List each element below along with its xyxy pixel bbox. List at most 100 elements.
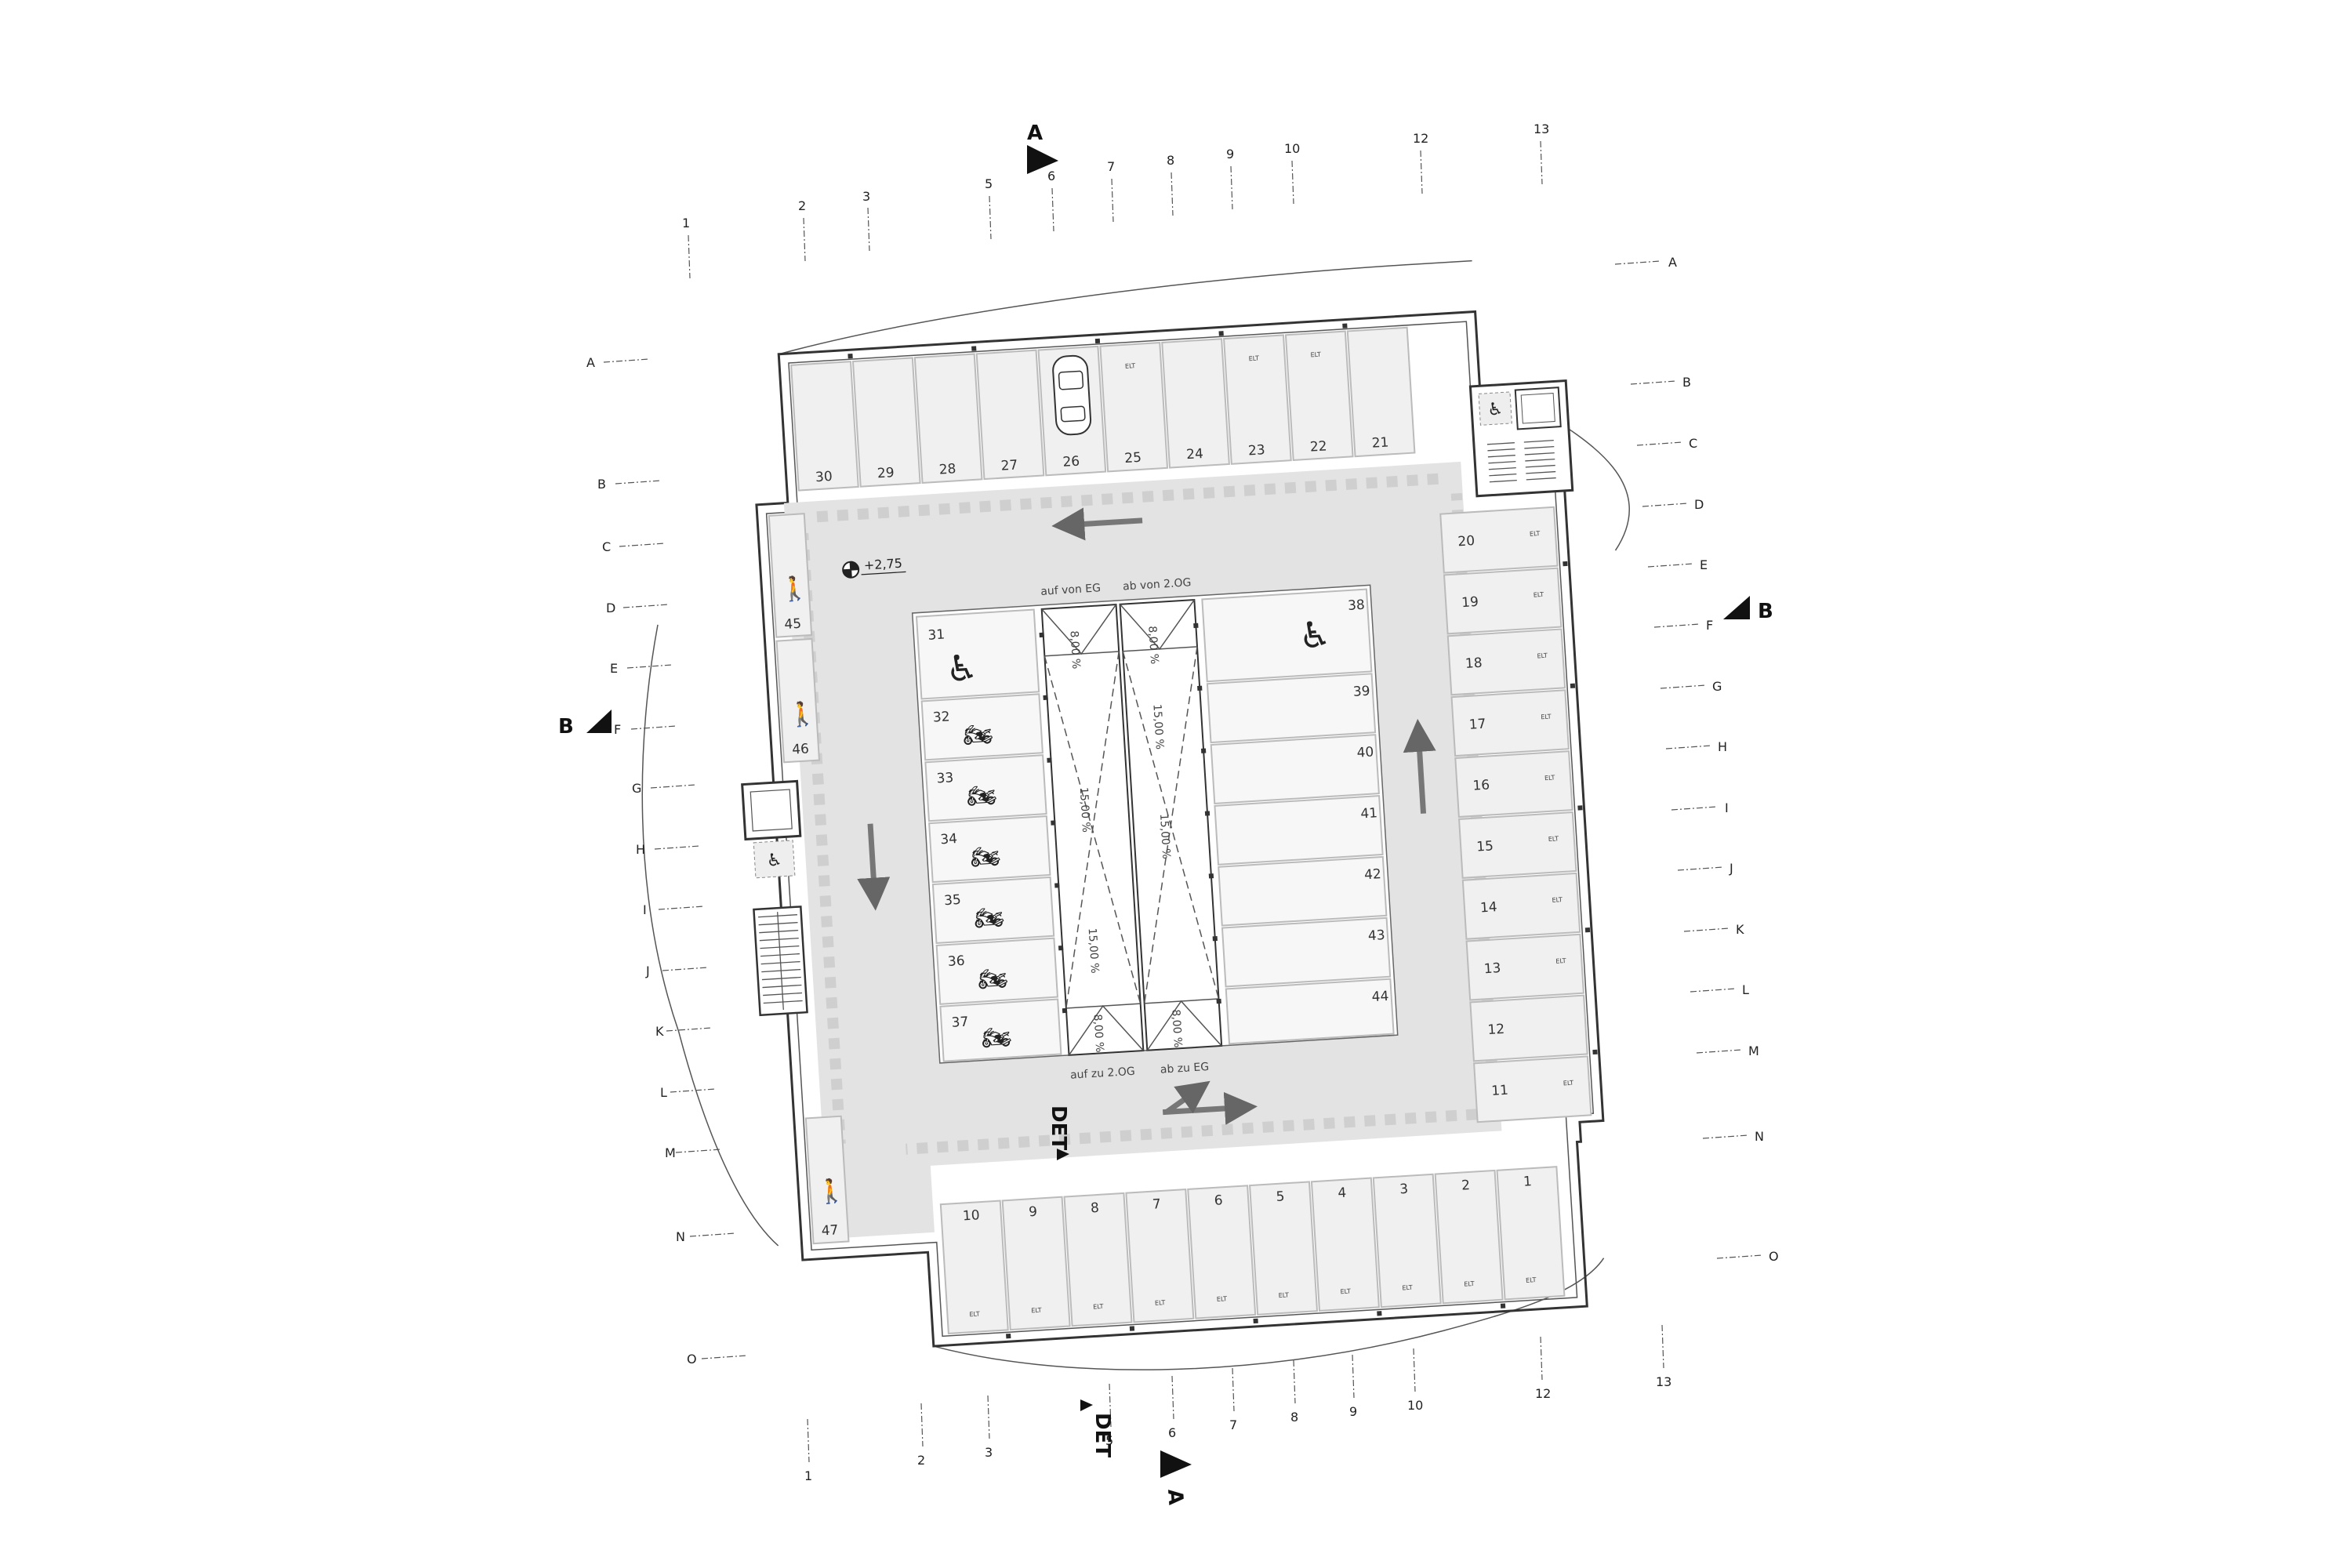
perimeter-columns bbox=[848, 323, 1598, 1339]
motorcycle-icon: 🏍 bbox=[962, 720, 993, 750]
ev-charger-icon: ELT bbox=[1125, 362, 1136, 370]
grid-letter: H bbox=[1718, 739, 1727, 754]
grid-letter: I bbox=[643, 902, 647, 917]
space-number: 47 bbox=[821, 1222, 839, 1239]
wheelchair-icon: ♿ bbox=[945, 646, 979, 690]
ev-charger-group: ELT ELT ELT bbox=[1125, 351, 1321, 370]
grid-letter: A bbox=[586, 355, 595, 370]
space-number: 11 bbox=[1491, 1083, 1509, 1099]
ev-charger-group: ELT ELT ELT ELT ELT ELT ELT ELT ELT bbox=[1530, 530, 1574, 1087]
grid-letter: F bbox=[614, 722, 621, 737]
detail-marker-top: DET bbox=[1047, 1105, 1070, 1160]
grid-letter: I bbox=[1725, 800, 1729, 815]
section-label-b: B bbox=[1758, 600, 1773, 623]
section-label-a: A bbox=[1163, 1488, 1187, 1505]
parking-island-left bbox=[915, 608, 1062, 1062]
wheelchair-icon: ♿ bbox=[766, 851, 782, 871]
parking-row-top-labels: 30 29 28 27 26 25 24 23 22 21 bbox=[815, 435, 1389, 486]
grid-number: 8 bbox=[1290, 1410, 1298, 1425]
grid-number: 13 bbox=[1534, 122, 1549, 136]
ev-charger-icon: ELT bbox=[1548, 835, 1559, 843]
ev-charger-icon: ELT bbox=[1278, 1291, 1289, 1299]
motorcycle-icon: 🏍 bbox=[981, 1023, 1012, 1052]
traffic-arrows bbox=[857, 507, 1436, 1125]
ramp-label-up-to-2og: auf zu 2.OG bbox=[1070, 1065, 1136, 1082]
space-number: 15 bbox=[1476, 838, 1494, 855]
section-marker-b-right: B bbox=[1723, 596, 1773, 623]
space-number: 37 bbox=[951, 1014, 969, 1031]
car-icon bbox=[1052, 354, 1092, 436]
detail-label: DET bbox=[1047, 1105, 1070, 1150]
grid-number: 3 bbox=[862, 189, 870, 204]
grid-letter: A bbox=[1668, 255, 1677, 270]
grid-letter: K bbox=[1736, 922, 1744, 937]
ramp-slope-label: 15,00 % bbox=[1077, 787, 1093, 833]
aisle-marking-top bbox=[808, 473, 1446, 523]
ev-charger-group: ELT ELT ELT ELT ELT ELT ELT ELT ELT ELT bbox=[969, 1276, 1537, 1318]
grid-number: 9 bbox=[1226, 147, 1234, 162]
space-number: 10 bbox=[962, 1207, 980, 1224]
space-number: 16 bbox=[1472, 777, 1490, 793]
space-number: 19 bbox=[1461, 594, 1479, 611]
ramp-slope-label: 8,00 % bbox=[1091, 1014, 1105, 1053]
ramp-slopes: 8,00 % 8,00 % 15,00 % 15,00 % 15,00 % 15… bbox=[1067, 626, 1184, 1053]
space-number: 36 bbox=[947, 953, 965, 970]
space-number: 3 bbox=[1399, 1181, 1409, 1198]
ramp-slope-label: 15,00 % bbox=[1086, 927, 1102, 974]
motorcycle-icon: 🏍 bbox=[966, 782, 997, 811]
grid-number: 6 bbox=[1047, 169, 1055, 183]
arrow-ramp-icon bbox=[1165, 1080, 1210, 1115]
grid-axes-left: A B C D E F G H I J K L M N O bbox=[586, 355, 748, 1367]
pedestrian-icon: 🚶 bbox=[779, 574, 809, 604]
grid-number: 10 bbox=[1407, 1398, 1423, 1413]
ev-charger-icon: ELT bbox=[1031, 1307, 1042, 1315]
space-number: 8 bbox=[1090, 1200, 1099, 1217]
ramp-slope-label: 15,00 % bbox=[1150, 704, 1166, 750]
space-number: 17 bbox=[1468, 717, 1486, 733]
space-number: 44 bbox=[1371, 989, 1389, 1005]
grid-number: 5 bbox=[985, 176, 993, 191]
grid-number: 6 bbox=[1168, 1425, 1176, 1440]
ev-charger-icon: ELT bbox=[1217, 1295, 1228, 1303]
arrow-north-icon bbox=[1403, 718, 1436, 814]
ev-charger-icon: ELT bbox=[1340, 1287, 1351, 1295]
stair-core-west: ♿ bbox=[741, 779, 808, 1017]
space-number: 1 bbox=[1523, 1174, 1532, 1190]
grid-number: 2 bbox=[798, 198, 806, 213]
grid-number: 12 bbox=[1413, 131, 1428, 146]
grid-letter: B bbox=[597, 477, 606, 492]
grid-letter: L bbox=[1742, 982, 1749, 997]
grid-letter: B bbox=[1682, 375, 1691, 390]
ramp-label-up-from-eg: auf von EG bbox=[1040, 582, 1102, 598]
parking-row-right bbox=[1439, 506, 1592, 1123]
grid-letter: E bbox=[610, 661, 618, 676]
grid-letter: N bbox=[1755, 1129, 1764, 1144]
grid-letter: M bbox=[1748, 1044, 1759, 1058]
section-label-b: B bbox=[558, 715, 574, 739]
ramp-label-down-from-2og: ab von 2.OG bbox=[1123, 576, 1192, 593]
space-number: 26 bbox=[1062, 454, 1080, 470]
grid-number: 7 bbox=[1229, 1417, 1237, 1432]
space-number: 41 bbox=[1360, 805, 1378, 822]
section-label-a: A bbox=[1027, 122, 1043, 145]
space-number: 45 bbox=[784, 616, 802, 633]
ev-charger-icon: ELT bbox=[1464, 1280, 1475, 1288]
space-number: 35 bbox=[944, 892, 962, 909]
space-number: 9 bbox=[1029, 1204, 1038, 1221]
parking-island-right bbox=[1201, 588, 1395, 1045]
parking-row-bottom bbox=[939, 1166, 1566, 1334]
space-number: 6 bbox=[1214, 1192, 1223, 1209]
space-number: 12 bbox=[1487, 1022, 1505, 1038]
space-number: 40 bbox=[1356, 744, 1374, 760]
ev-charger-icon: ELT bbox=[1544, 774, 1555, 782]
grid-number: 9 bbox=[1349, 1404, 1357, 1419]
ramp-slope-label: 15,00 % bbox=[1157, 813, 1173, 859]
ev-charger-icon: ELT bbox=[1541, 713, 1552, 720]
grid-letter: O bbox=[687, 1352, 697, 1367]
ramp-group bbox=[1039, 598, 1223, 1056]
section-marker-a-top: A bbox=[1027, 122, 1058, 174]
grid-letter: G bbox=[632, 781, 641, 796]
ev-charger-icon: ELT bbox=[1248, 354, 1259, 362]
grid-number: 12 bbox=[1535, 1386, 1551, 1401]
grid-number: 2 bbox=[917, 1453, 925, 1468]
